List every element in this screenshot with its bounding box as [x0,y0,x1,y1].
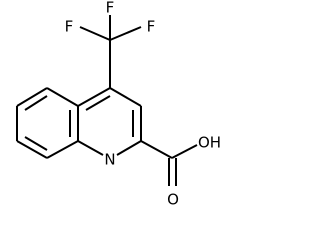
bond-c5-c6 [16,87,48,107]
bond-c8-c8a [46,140,79,159]
bond-c4a-c5 [46,87,79,107]
bond-c-f2 [109,26,142,41]
bond-carboxyl-oh [171,144,198,159]
atom-labels: F F F N OH O [65,0,221,209]
bond-c4a-c4-inner [85,95,111,111]
bond-c7-c8-inner [24,136,48,151]
atom-label-f-top: F [106,0,115,17]
bond-c2-carboxyl [140,140,173,159]
atom-label-carbonyl-oxygen: O [167,191,179,209]
bond-c-f1 [79,26,111,41]
atom-label-nitrogen: N [104,151,115,169]
bond-c4a-c4 [77,87,111,107]
bond-c2-n [116,140,142,156]
atom-label-f-right: F [147,18,156,36]
atom-label-hydroxyl: OH [198,134,221,152]
bonds [16,15,198,186]
bond-c7-c8 [16,140,48,159]
quinoline-carboxylic-acid-structure: F F F N OH O [16,0,221,209]
bond-c5-c6-inner [24,95,48,111]
bond-c4-c3 [109,87,142,107]
atom-label-f-left: F [65,18,74,36]
bond-n-c8a [77,140,104,156]
